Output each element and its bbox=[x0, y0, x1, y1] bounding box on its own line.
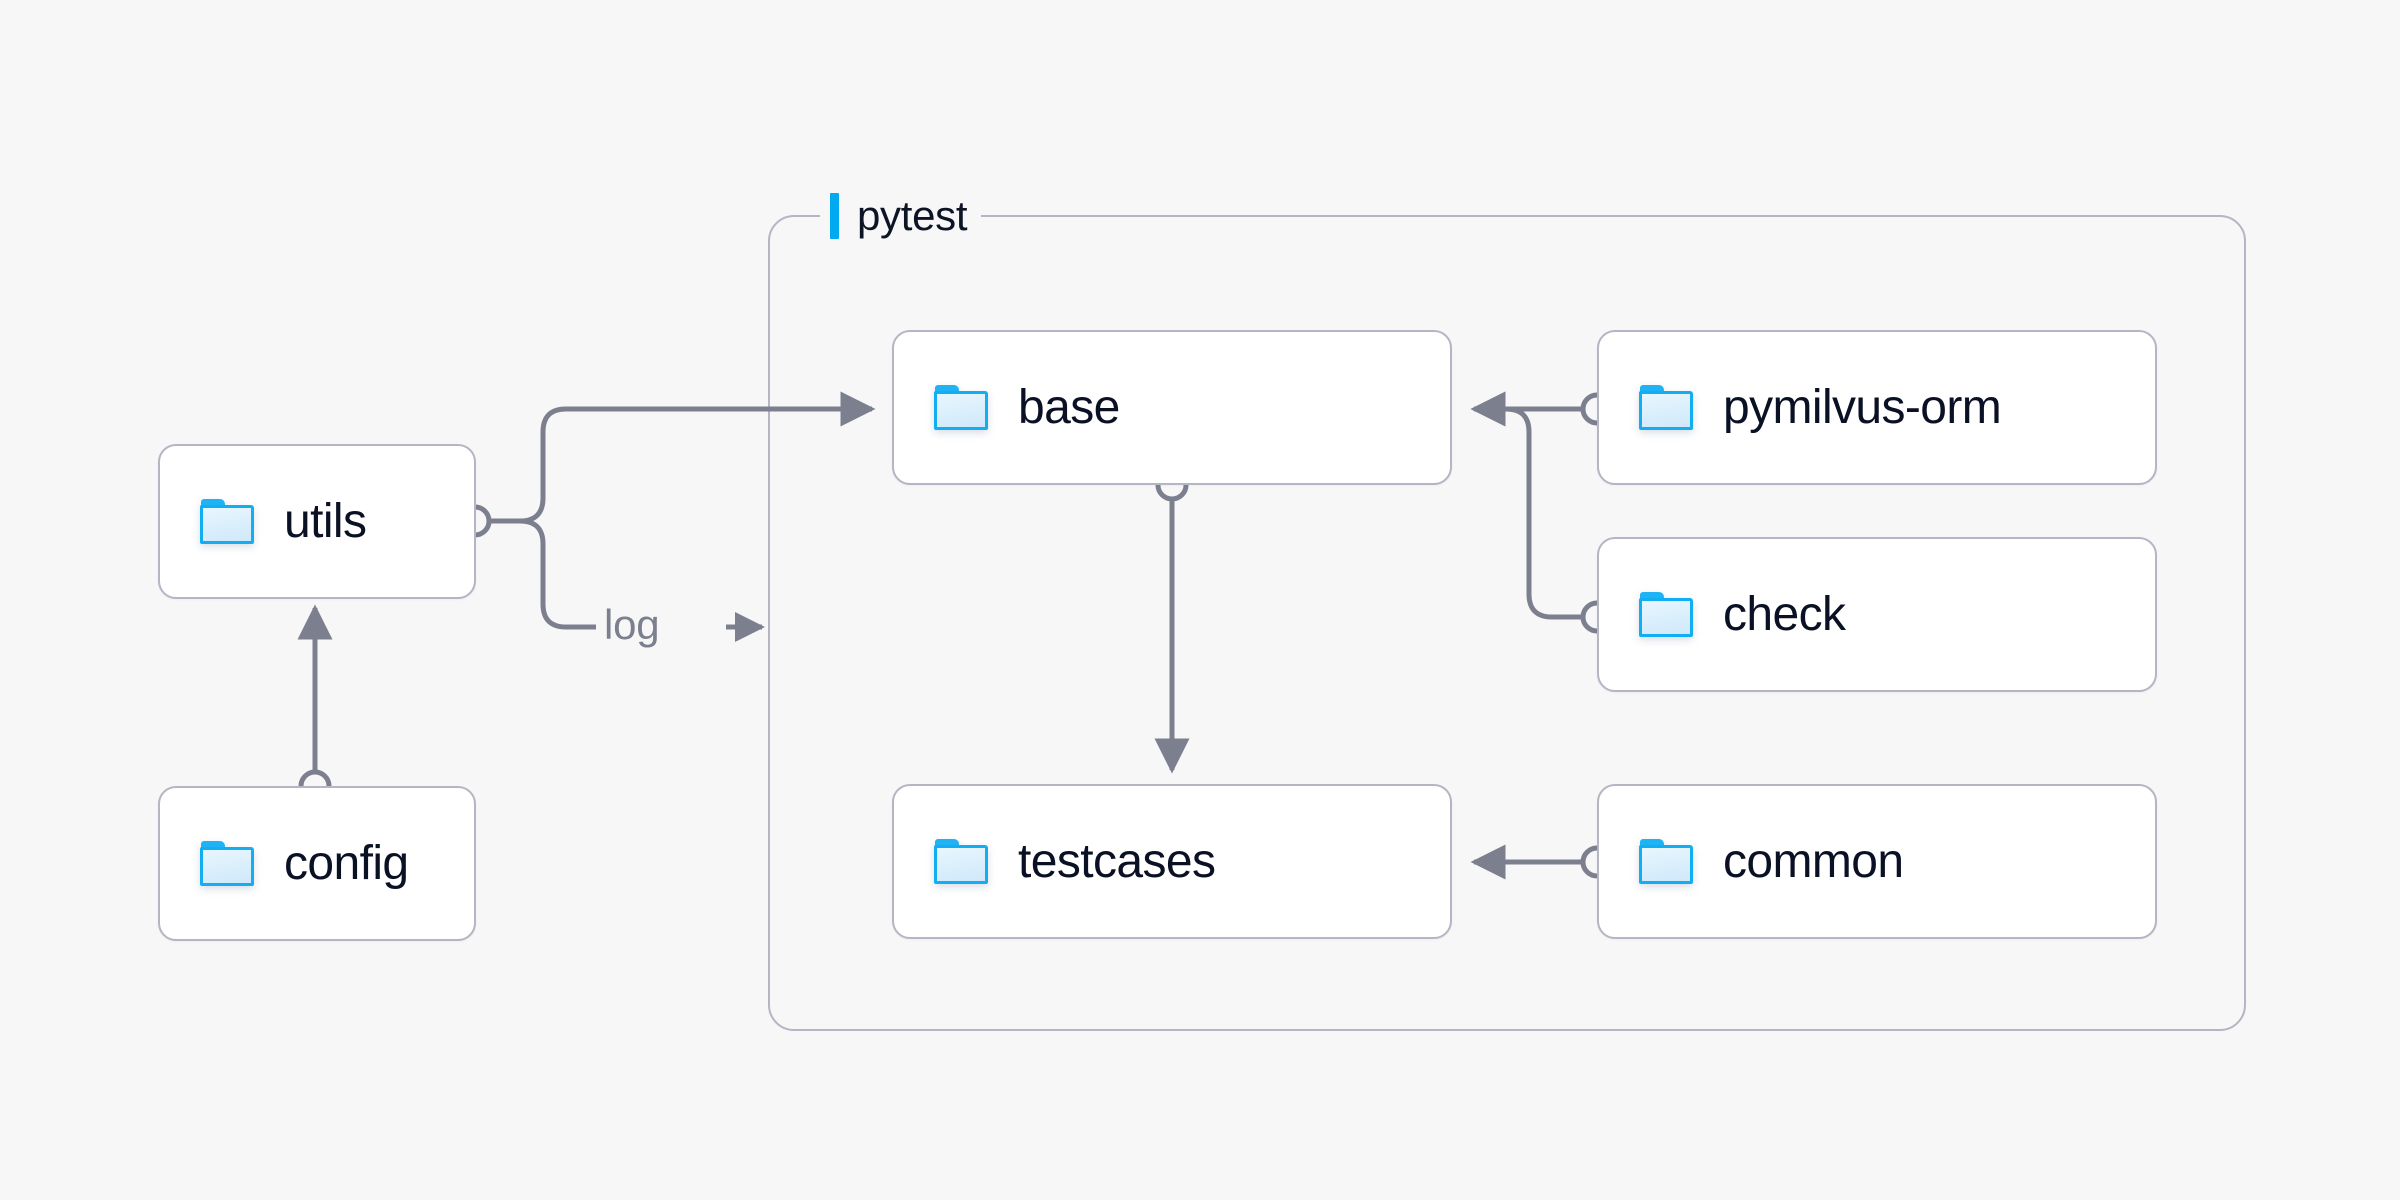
node-label-pymilvus-orm: pymilvus-orm bbox=[1723, 380, 2002, 434]
folder-icon bbox=[1639, 591, 1695, 638]
edge-config-to-utils bbox=[297, 604, 333, 803]
folder-icon bbox=[1639, 384, 1695, 431]
node-check[interactable]: check bbox=[1597, 537, 2157, 692]
group-label-text: pytest bbox=[857, 192, 968, 239]
group-accent-bar bbox=[830, 193, 839, 239]
edge-utils-to-log bbox=[490, 518, 596, 630]
group-container-pytest bbox=[768, 215, 2246, 1031]
folder-icon bbox=[934, 384, 990, 431]
node-pymilvus-orm[interactable]: pymilvus-orm bbox=[1597, 330, 2157, 485]
folder-icon bbox=[934, 838, 990, 885]
node-label-utils: utils bbox=[284, 494, 367, 548]
node-label-common: common bbox=[1723, 834, 1904, 888]
node-label-testcases: testcases bbox=[1018, 834, 1216, 888]
node-common[interactable]: common bbox=[1597, 784, 2157, 939]
folder-icon bbox=[200, 498, 256, 545]
group-label-pytest: pytest bbox=[820, 190, 982, 242]
node-base[interactable]: base bbox=[892, 330, 1452, 485]
node-testcases[interactable]: testcases bbox=[892, 784, 1452, 939]
node-label-check: check bbox=[1723, 587, 1846, 641]
node-utils[interactable]: utils bbox=[158, 444, 476, 599]
edge-label-log: log bbox=[604, 601, 660, 648]
node-config[interactable]: config bbox=[158, 786, 476, 941]
folder-icon bbox=[200, 840, 256, 887]
node-label-config: config bbox=[284, 836, 409, 890]
node-label-base: base bbox=[1018, 380, 1120, 434]
folder-icon bbox=[1639, 838, 1695, 885]
